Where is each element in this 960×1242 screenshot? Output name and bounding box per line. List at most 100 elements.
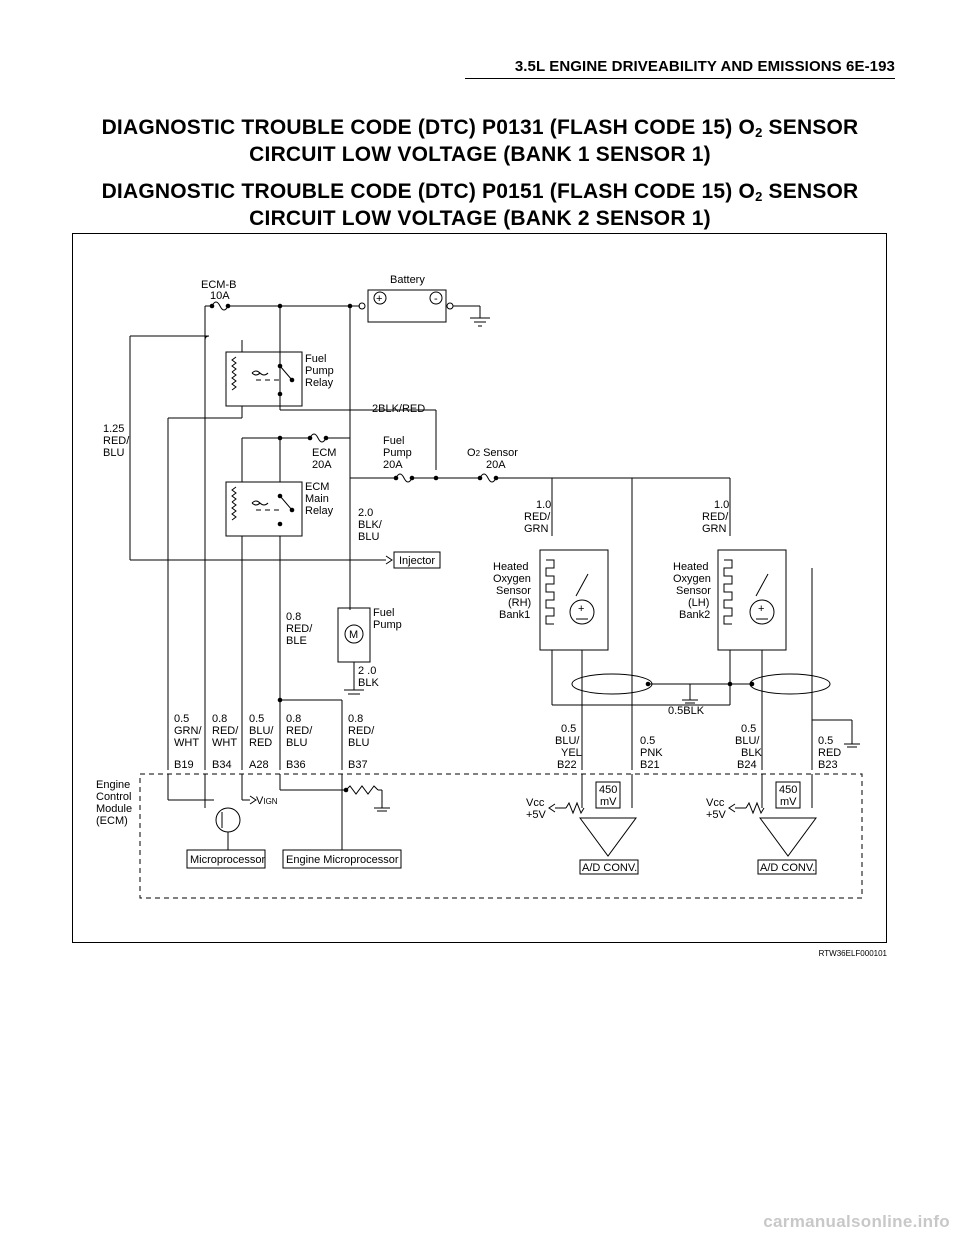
svg-text:+: + (578, 603, 584, 615)
svg-text:Oxygen: Oxygen (493, 573, 531, 585)
wire-125-label-1: 1.25 (103, 423, 124, 435)
svg-text:Heated: Heated (493, 561, 528, 573)
fuel-pump-fuse-amp: 20A (383, 459, 403, 471)
motor-symbol: M (349, 629, 358, 641)
svg-text:Sensor: Sensor (496, 585, 531, 597)
svg-text:YEL: YEL (561, 747, 582, 759)
engine-microprocessor-label: Engine Microprocessor (286, 854, 399, 866)
svg-text:0.5: 0.5 (174, 713, 189, 725)
svg-text:PNK: PNK (640, 747, 663, 759)
ecm-main-relay-label-1: ECM (305, 481, 329, 493)
fuel-pump-fuse-label-1: Fuel (383, 435, 404, 447)
title-2-line2: CIRCUIT LOW VOLTAGE (BANK 2 SENSOR 1) (249, 207, 711, 230)
title-1-subscript: 2 (755, 125, 763, 140)
svg-text:Vcc: Vcc (526, 797, 545, 809)
svg-text:Bank2: Bank2 (679, 609, 710, 621)
fuel-pump-relay: Fuel Pump Relay (225, 351, 334, 407)
ecm-fuse-label: ECM (312, 447, 336, 459)
battery-label: Battery (390, 274, 425, 286)
dtc-title-p0151: DIAGNOSTIC TROUBLE CODE (DTC) P0151 (FLA… (60, 178, 900, 232)
svg-text:RED: RED (249, 737, 272, 749)
wire-10-left-1: 1.0 (536, 499, 551, 511)
battery: + - Battery (367, 274, 490, 327)
svg-text:0.8: 0.8 (348, 713, 363, 725)
wire-20-label-3: BLU (358, 531, 379, 543)
power-bus (204, 301, 366, 340)
ecmb-fuse-amp: 10A (210, 290, 230, 302)
svg-text:Oxygen: Oxygen (673, 573, 711, 585)
ecmb-fuse-label: ECM-B (201, 279, 236, 291)
svg-text:B36: B36 (286, 759, 306, 771)
svg-text:RED/: RED/ (348, 725, 375, 737)
svg-text:B19: B19 (174, 759, 194, 771)
svg-text:0.5: 0.5 (249, 713, 264, 725)
svg-text:B37: B37 (348, 759, 368, 771)
vign-label: VIGN (256, 795, 278, 807)
svg-text:RED/: RED/ (212, 725, 239, 737)
heated-oxygen-sensor-lh: + Heated Oxygen Sensor (LH) Bank2 (673, 549, 787, 651)
dtc-title-p0131: DIAGNOSTIC TROUBLE CODE (DTC) P0131 (FLA… (60, 114, 900, 168)
svg-text:B22: B22 (557, 759, 577, 771)
fuel-pump: M Fuel Pump (337, 607, 402, 663)
svg-text:+: + (758, 603, 764, 615)
fuel-pump-relay-label-2: Pump (305, 365, 334, 377)
wiring-diagram-frame (72, 233, 887, 943)
ecm-label-3: Module (96, 803, 132, 815)
microprocessor-box (186, 849, 266, 869)
ecm-label-4: (ECM) (96, 815, 128, 827)
ecm-label-1: Engine (96, 779, 130, 791)
ecm-module-box (139, 773, 863, 899)
svg-text:A/D CONV.: A/D CONV. (582, 862, 637, 874)
wire-08-red-ble-3: BLE (286, 635, 307, 647)
ecm-fuse-amp: 20A (312, 459, 332, 471)
fuel-pump-label-1: Fuel (373, 607, 394, 619)
wire-2blk-red: 2BLK/RED (372, 403, 425, 415)
svg-text:0.5: 0.5 (818, 735, 833, 747)
svg-text:+: + (376, 293, 382, 305)
fuel-pump-relay-label-3: Relay (305, 377, 334, 389)
svg-text:B24: B24 (737, 759, 757, 771)
svg-text:(RH): (RH) (508, 597, 531, 609)
svg-text:0.8: 0.8 (212, 713, 227, 725)
svg-text:mV: mV (780, 796, 797, 808)
ecm-main-relay: ECM Main Relay (225, 481, 334, 537)
wire-08-red-ble-1: 0.8 (286, 611, 301, 623)
sensor-wire-labels: 0.5 BLU/ YEL B22 0.5 PNK B21 0.5 BLU/ BL… (555, 723, 841, 771)
title-1-line1: DIAGNOSTIC TROUBLE CODE (DTC) P0131 (FLA… (101, 116, 756, 139)
header-rule (465, 78, 895, 79)
wire-05blk: 0.5BLK (668, 705, 705, 717)
svg-text:BLU/: BLU/ (735, 735, 760, 747)
svg-text:Sensor: Sensor (676, 585, 711, 597)
heated-oxygen-sensor-rh: + Heated Oxygen Sensor (RH) Bank1 (493, 549, 609, 651)
wire-08-red-ble-2: RED/ (286, 623, 313, 635)
svg-text:+5V: +5V (706, 809, 727, 821)
svg-text:BLU: BLU (286, 737, 307, 749)
wire-10-right-2: RED/ (702, 511, 729, 523)
svg-text:0.5: 0.5 (741, 723, 756, 735)
svg-text:BLU: BLU (348, 737, 369, 749)
title-1-line1-end: SENSOR (762, 116, 859, 139)
svg-text:RED: RED (818, 747, 841, 759)
engine-microprocessor-box (282, 849, 402, 869)
svg-text:Vcc: Vcc (706, 797, 725, 809)
fuel-pump-label-2: Pump (373, 619, 402, 631)
title-2-line1-end: SENSOR (762, 180, 859, 203)
wire-10-right-1: 1.0 (714, 499, 729, 511)
o2-fuse-label: O2 Sensor (467, 447, 518, 459)
ecm-main-relay-label-2: Main (305, 493, 329, 505)
svg-text:B23: B23 (818, 759, 838, 771)
o2-fuse-amp: 20A (486, 459, 506, 471)
svg-text:(LH): (LH) (688, 597, 709, 609)
wire-125-label-2: RED/ (103, 435, 130, 447)
svg-text:0.5: 0.5 (640, 735, 655, 747)
wire-20-label-2: BLK/ (358, 519, 383, 531)
svg-text:450: 450 (599, 784, 617, 796)
svg-text:-: - (434, 293, 438, 305)
svg-text:A28: A28 (249, 759, 269, 771)
svg-text:mV: mV (600, 796, 617, 808)
ecm-wire-labels: 0.5 GRN/ WHT B19 0.8 RED/ WHT B34 0.5 BL… (174, 713, 375, 771)
title-2-subscript: 2 (755, 189, 763, 204)
microprocessor-label: Microprocessor (190, 854, 266, 866)
title-2-line1: DIAGNOSTIC TROUBLE CODE (DTC) P0151 (FLA… (101, 180, 756, 203)
